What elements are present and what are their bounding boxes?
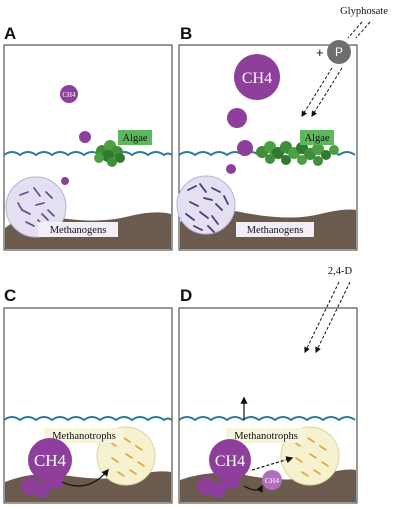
herbicide-arrow	[304, 281, 340, 354]
algae-label-bg-b	[300, 130, 334, 145]
svg-text:P: P	[335, 45, 343, 59]
methanogen-cell-icon	[185, 183, 229, 233]
panel-letter-b: B	[180, 24, 192, 43]
panel-a: A CH4 Algae Metha	[3, 24, 173, 251]
reduced-consumption-arrow-d	[251, 456, 294, 471]
methane-bubble-cluster-c: CH4	[21, 438, 72, 498]
panel-letter-c: C	[4, 286, 16, 305]
panel-letter-d: D	[180, 286, 192, 305]
herbicide-arrow	[315, 281, 351, 354]
methanotrophs-label-c: Methanotrophs	[52, 431, 116, 442]
algae-cluster-a	[94, 140, 125, 167]
glyphosate-arrow	[355, 21, 371, 39]
methanogens-label-bg-b	[236, 222, 314, 237]
methanotrophs-label-bg-c	[44, 428, 124, 443]
methanogen-bubble-b	[176, 175, 236, 235]
methane-bubble-small-d: CH4	[262, 470, 282, 490]
methane-bubble-large-b: CH4	[234, 54, 280, 100]
release-arrow-d	[243, 484, 263, 493]
methanotroph-cell-icon	[109, 437, 145, 477]
algae-cluster-b	[256, 141, 339, 166]
panel-d: D 2,4-D Methanotrophs CH4	[178, 266, 358, 504]
glyphosate-label: Glyphosate	[340, 6, 388, 17]
methanotroph-cell-icon	[293, 437, 329, 477]
svg-text:CH4: CH4	[34, 451, 67, 470]
water-surface-d	[178, 416, 356, 422]
phosphate-circle-icon: P	[327, 40, 351, 64]
methane-bubble	[226, 164, 236, 174]
water-surface-c	[3, 416, 173, 422]
panel-letter-a: A	[4, 24, 16, 43]
methane-bubble	[237, 140, 253, 156]
svg-text:CH4: CH4	[215, 453, 245, 470]
methanogens-label-bg-a	[38, 222, 118, 237]
methane-bubble-cluster-d: CH4	[197, 439, 251, 498]
methanotrophs-label-d: Methanotrophs	[234, 431, 298, 442]
methane-bubble	[61, 177, 69, 185]
methane-bubble-small-a: CH4	[60, 85, 78, 103]
methane-bubble	[79, 131, 91, 143]
panel-c: C Methanotrophs CH4	[3, 286, 173, 504]
methanogens-label-a: Methanogens	[50, 225, 107, 236]
algae-label-b: Algae	[304, 133, 329, 144]
svg-text:CH4: CH4	[265, 476, 279, 485]
methanogens-label-b: Methanogens	[247, 225, 304, 236]
phosphate-arrow	[311, 67, 343, 118]
svg-text:CH4: CH4	[242, 70, 272, 87]
glyphosate-arrow	[347, 21, 363, 39]
algae-label-a: Algae	[122, 133, 147, 144]
svg-text:CH4: CH4	[62, 91, 76, 99]
water-surface-a	[3, 151, 173, 157]
methanotrophs-label-bg-d	[226, 428, 306, 443]
herbicide-label-d: 2,4-D	[328, 266, 353, 277]
panel-b: B CH4 Algae	[176, 6, 388, 251]
consumption-arrow-c	[61, 468, 109, 487]
methane-bubble	[227, 108, 247, 128]
phosphate-arrow	[301, 67, 333, 118]
plus-sign: +	[316, 45, 324, 60]
algae-label-bg-a	[118, 130, 152, 145]
